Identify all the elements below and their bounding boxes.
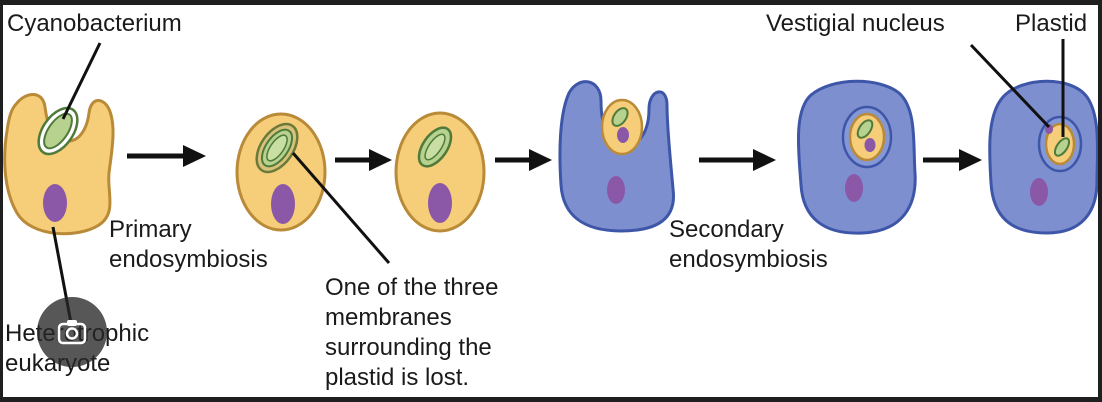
arrow-5 — [923, 149, 982, 171]
label-primary-line1: Primary — [109, 216, 192, 243]
label-membrane-line4: plastid is lost. — [325, 364, 469, 391]
cell-5-secondary — [796, 79, 917, 235]
nucleus-3 — [428, 183, 452, 223]
label-membrane-line2: membranes — [325, 304, 452, 331]
host-cell-2 — [235, 112, 327, 232]
plastid-4 — [611, 107, 629, 127]
endosymbiosis-diagram: Cyanobacterium Vestigial nucleus Plastid… — [3, 10, 1098, 391]
arrow-3 — [495, 149, 552, 171]
algal-nucleus-5 — [864, 138, 876, 152]
cell-1-host-engulfing — [3, 93, 115, 236]
plastid-6 — [1053, 137, 1071, 157]
nucleus-1 — [43, 184, 67, 222]
plastid-3 — [417, 126, 453, 168]
visual-search-icon — [57, 319, 87, 345]
label-cyanobacterium: Cyanobacterium — [7, 10, 182, 37]
label-primary-line2: endosymbiosis — [109, 246, 268, 273]
plastid-2 — [255, 122, 299, 174]
leader-cyanobacterium — [61, 42, 102, 120]
algal-nucleus-4 — [617, 127, 629, 143]
algal-cell-4 — [600, 98, 644, 156]
algal-cell-5 — [848, 112, 886, 162]
label-vestigial-nucleus: Vestigial nucleus — [766, 10, 945, 37]
nucleus-4 — [607, 176, 625, 204]
cell-6-secondary — [988, 79, 1098, 235]
arrow-2 — [335, 149, 392, 171]
nucleus-6 — [1030, 178, 1048, 206]
nucleus-5 — [845, 174, 863, 202]
label-membrane-line3: surrounding the — [325, 334, 492, 361]
label-secondary-line2: endosymbiosis — [669, 246, 828, 273]
label-membrane-line1: One of the three — [325, 274, 498, 301]
cell-2-primary — [235, 112, 327, 232]
leader-membrane-note — [291, 152, 391, 264]
cell-3-primary — [394, 111, 486, 233]
label-secondary-line1: Secondary — [669, 216, 784, 243]
nucleus-2 — [271, 184, 295, 224]
visual-search-button[interactable] — [37, 297, 107, 367]
label-plastid: Plastid — [1015, 10, 1087, 37]
cell-4-blue-engulfing — [558, 80, 675, 233]
arrow-1 — [127, 145, 206, 167]
cyanobacterium-1 — [37, 106, 79, 156]
plastid-5 — [856, 119, 874, 139]
arrow-4 — [699, 149, 776, 171]
diagram-frame: Cyanobacterium Vestigial nucleus Plastid… — [3, 5, 1098, 397]
host-cell-3 — [394, 111, 486, 233]
leader-vestigial-nucleus — [969, 43, 1051, 129]
